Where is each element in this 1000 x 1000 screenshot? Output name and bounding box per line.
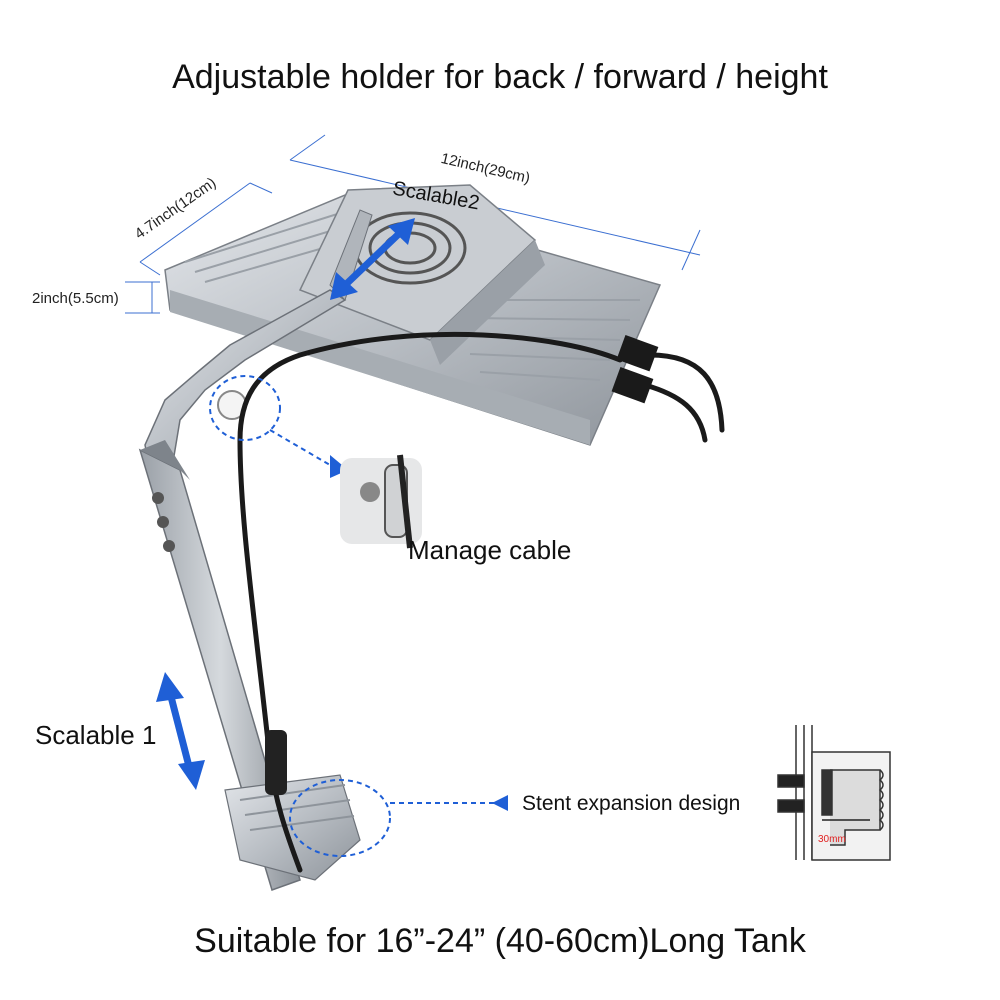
page-title: Adjustable holder for back / forward / h… — [172, 58, 828, 96]
cable-connector-2 — [611, 366, 654, 404]
callout-arrow-cable — [330, 455, 348, 478]
stent-diagram — [777, 725, 891, 861]
callouts — [209, 375, 495, 857]
manage-cable-label: Manage cable — [408, 535, 572, 565]
cable-plug — [265, 730, 287, 795]
scalable2-arrow-tail — [330, 272, 358, 300]
stent-design-label: Stent expansion design — [522, 792, 741, 815]
callout-arrow-stent — [492, 795, 508, 811]
cable-clip-inset — [340, 454, 422, 549]
cable-connector-1 — [616, 334, 659, 372]
scalable1-label: Scalable 1 — [35, 720, 157, 750]
footer-caption: Suitable for 16”-24” (40-60cm)Long Tank — [194, 922, 806, 960]
scalable1-arrow-head — [156, 672, 184, 702]
scalable1-arrow-tail — [178, 760, 205, 790]
stent-30mm-label: 30mm — [818, 834, 846, 845]
scalable-arrows — [164, 225, 408, 779]
dimension-height-label: 2inch(5.5cm) — [32, 290, 119, 307]
scalable2-arrow-head — [388, 218, 415, 245]
